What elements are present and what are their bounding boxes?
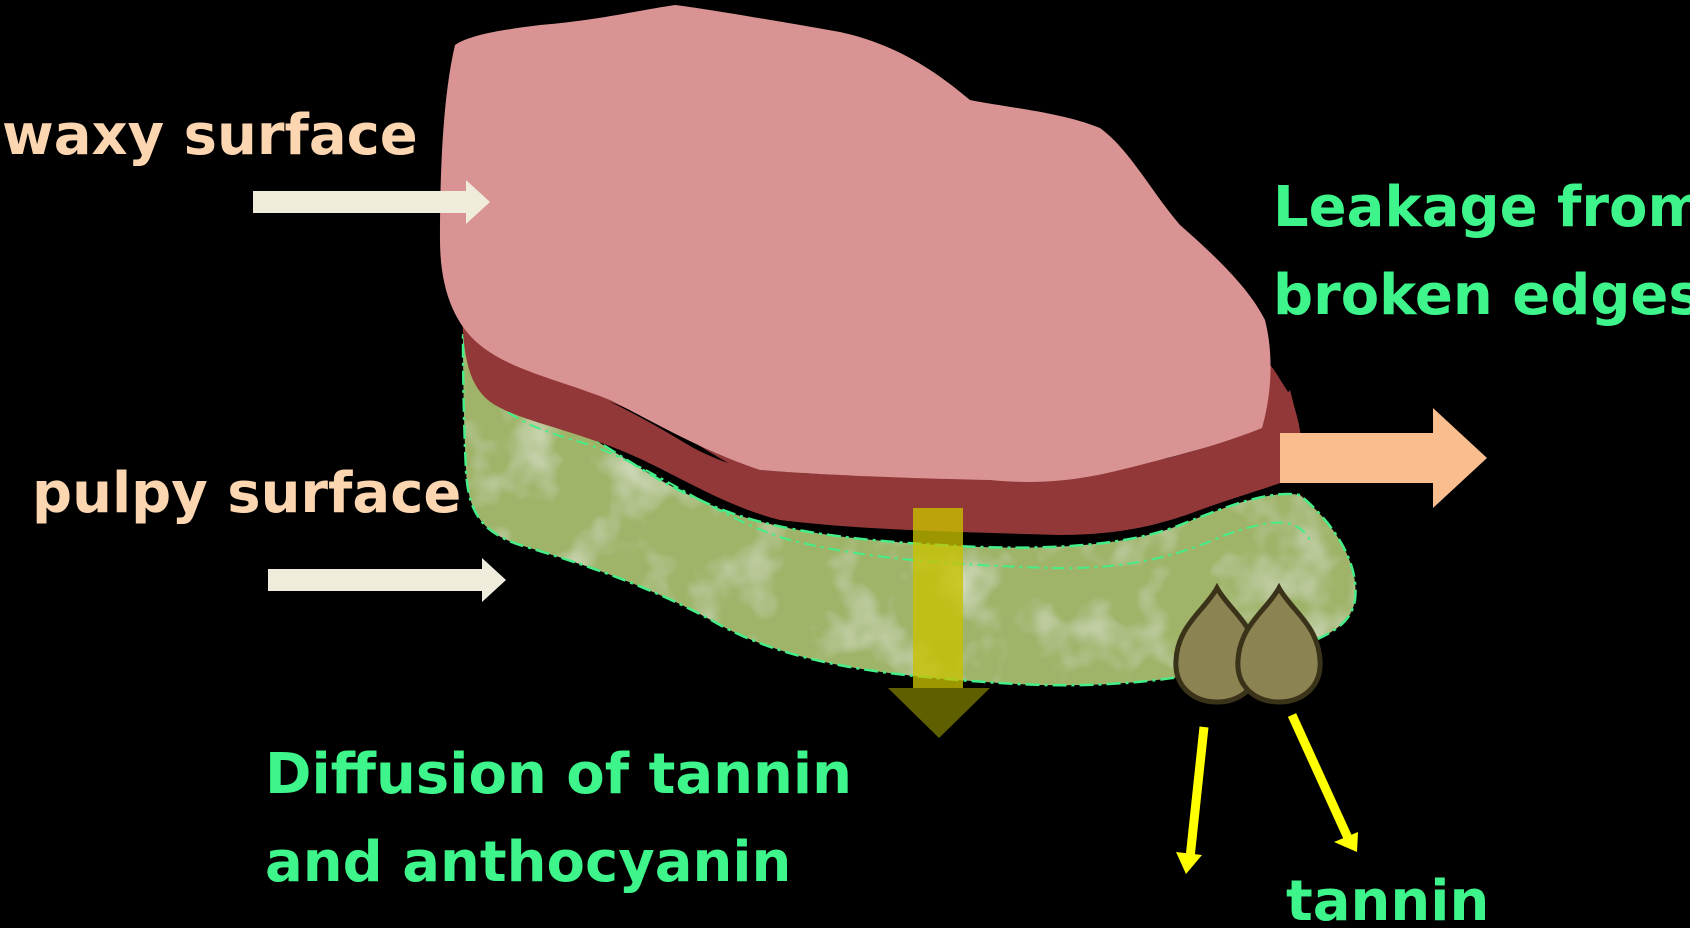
pulpy-surface-label: pulpy surface [32,461,461,526]
leakage-arrow [1280,408,1487,508]
tannin-label: tannin [1286,869,1489,928]
pulpy-surface-pointer-arrow [268,558,506,602]
leakage-label-line-2: broken edges [1273,263,1690,328]
tannin-arrow-right [1292,715,1358,852]
diffusion-label-line-2: and anthocyanin [265,830,791,895]
leakage-label-line-1: Leakage from [1273,175,1690,240]
tannin-arrow-left [1176,727,1204,874]
waxy-surface-label: waxy surface [2,103,418,168]
diffusion-label-line-1: Diffusion of tannin [265,742,852,807]
